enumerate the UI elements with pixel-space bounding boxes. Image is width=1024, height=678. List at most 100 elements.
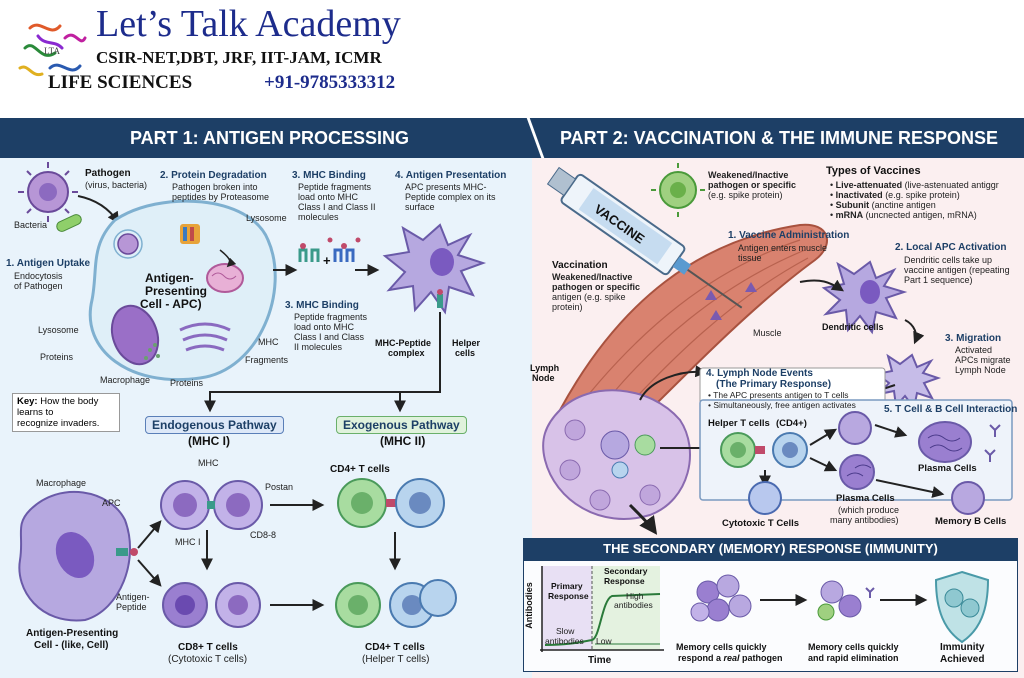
p1-step3b-line2: load onto MHC — [294, 322, 355, 332]
p2-step2-line2: vaccine antigen (repeating — [904, 265, 1010, 275]
elimination-cells — [817, 580, 875, 621]
plus-sign: + — [323, 253, 331, 268]
proteins-bottom-label: Proteins — [170, 378, 204, 388]
cytotoxic-t-cell — [748, 481, 782, 515]
p1-step4-title: 4. Antigen Presentation — [395, 170, 507, 181]
vaccination-line1: Weakened/Inactive — [552, 272, 633, 282]
vaccination-line3: antigen (e.g. spike — [552, 292, 626, 302]
apc-label-line2: Presenting — [145, 284, 208, 298]
cd8-bottom-sub: (Cytotoxic T cells) — [168, 654, 248, 665]
antibody-response-graph — [540, 566, 990, 652]
vaccine-pathogen — [651, 163, 705, 217]
pathogen-title: Pathogen — [85, 168, 131, 179]
migrating-apc — [874, 353, 942, 411]
memory1-line1: Memory cells quickly — [676, 642, 767, 652]
p1-step2-line2: peptides by Proteasome — [172, 192, 270, 202]
low-label: Low — [596, 636, 612, 646]
p2-step1-line1: Antigen enters muscle — [738, 243, 828, 253]
apc-small-label: APC — [102, 498, 121, 508]
graph-xlabel: Time — [588, 655, 612, 666]
memory1-line2: respond a real pathogen — [678, 653, 783, 663]
exam-list: CSIR-NET,DBT, JRF, IIT-JAM, ICMR — [96, 48, 382, 67]
part2-illustration: VACCINE — [542, 163, 1013, 535]
macrophage-label: Macrophage — [100, 375, 151, 385]
golgi — [179, 322, 231, 352]
p1-step3-line1: Peptide fragments — [298, 182, 372, 192]
academy-logo: LTA — [10, 8, 90, 88]
fragments-label: Fragments — [245, 355, 289, 365]
b-cell-top — [838, 411, 872, 445]
p2-step5-title: 5. T Cell & B Cell Interaction — [884, 404, 1018, 415]
helper-t-label: Helper T cells — [708, 418, 770, 429]
proteins-left-label: Proteins — [40, 352, 74, 362]
memory2-line1: Memory cells quickly — [808, 642, 899, 652]
vaccination-line4: protein) — [552, 302, 583, 312]
svg-text:LTA: LTA — [44, 46, 60, 56]
life-sciences-label: LIFE SCIENCES — [48, 72, 193, 93]
plasma-cells-right — [918, 421, 1001, 463]
plasma-center-label: Plasma Cells — [836, 493, 895, 504]
helper-cells-line1: Helper — [452, 338, 481, 348]
apc-nucleus — [110, 304, 160, 366]
cd4-t-cells-bottom — [335, 579, 457, 628]
p1-step3b-line4: II molecules — [294, 342, 343, 352]
lymph-node-line2: Node — [532, 373, 555, 383]
key-box: Key: How the body learns to recognize in… — [12, 393, 120, 432]
key-bold: Key: — [17, 396, 38, 407]
secondary-line1: Secondary — [604, 566, 648, 576]
pathogen-virus — [18, 162, 78, 222]
key-line3: recognize invaders. — [17, 418, 100, 429]
primary-line2: Response — [548, 591, 589, 601]
plasma-sub-line1: (which produce — [838, 505, 900, 515]
p1-step4-line1: APC presents MHC- — [405, 182, 487, 192]
p2-step3-line3: Lymph Node — [955, 365, 1006, 375]
cd4-t-cells-top — [337, 478, 445, 528]
mhc-molecules — [298, 237, 361, 262]
macrophage-bottom — [18, 490, 138, 622]
part2-banner — [528, 118, 1024, 158]
lysosome-organelle — [206, 263, 244, 293]
antigen-peptide-line1: Antigen- — [116, 592, 150, 602]
p1-step2-title: 2. Protein Degradation — [160, 170, 267, 181]
vaccine-type-4: • mRNA (uncnected antigen, mRNA) — [830, 210, 977, 220]
dendritic-label: Dendritic cells — [822, 322, 884, 332]
high-line1: High — [626, 591, 644, 601]
cd4-top-label: CD4+ T cells — [330, 464, 390, 475]
dendritic-apc-part1 — [382, 223, 487, 315]
weakened-line1: Weakened/Inactive — [708, 170, 789, 180]
weakened-line2: pathogen or specific — [708, 180, 797, 190]
apc-bottom-line1: Antigen-Presenting — [26, 628, 119, 639]
p1-step1-line1: Endocytosis — [14, 271, 63, 281]
vaccine-syringe: VACCINE — [546, 166, 743, 309]
p2-step3-line1: Activated — [955, 345, 993, 355]
macrophage-bottom-label: Macrophage — [36, 478, 87, 488]
p2-step1-title: 1. Vaccine Administration — [728, 230, 850, 241]
lymph-node — [542, 389, 691, 520]
p2-step4-line1: • The APC presents antigen to T cells — [708, 390, 849, 400]
p2-step2-title: 2. Local APC Activation — [895, 242, 1007, 253]
p1-step3b-line3: Class I and Class — [294, 332, 365, 342]
mhc-label: MHC — [258, 337, 279, 347]
exogenous-pathway-pill: Exogenous Pathway — [336, 416, 467, 434]
memory-cells-cluster — [690, 574, 752, 622]
part2-title: PART 2: VACCINATION & THE IMMUNE RESPONS… — [560, 128, 999, 148]
p1-step2-line1: Pathogen broken into — [172, 182, 258, 192]
cd4-bottom-sub: (Helper T cells) — [362, 654, 430, 665]
mhc-peptide-line1: MHC-Peptide — [375, 338, 431, 348]
p2-step2-line3: Part 1 sequence) — [904, 275, 973, 285]
high-line2: antibodies — [614, 600, 653, 610]
immunity-line2: Achieved — [940, 654, 985, 665]
antigen-peptide-line2: Peptide — [116, 602, 147, 612]
p2-step4-title: 4. Lymph Node Events — [706, 368, 813, 379]
vaccine-types-title: Types of Vaccines — [826, 165, 921, 177]
p1-step3-line4: molecules — [298, 212, 339, 222]
endocytosed-virus — [117, 233, 139, 255]
apc-label-line1: Antigen- — [145, 271, 194, 285]
p1-step1-title: 1. Antigen Uptake — [6, 258, 91, 269]
p2-step4-sub: (The Primary Response) — [716, 379, 832, 390]
helper-cells-line2: cells — [455, 348, 476, 358]
apc-bottom-line2: Cell - (like, Cell) — [34, 640, 109, 651]
lysosome-top-label: Lysosome — [246, 213, 287, 223]
p1-step3b-title: 3. MHC Binding — [285, 300, 359, 311]
proteasome — [180, 224, 200, 244]
